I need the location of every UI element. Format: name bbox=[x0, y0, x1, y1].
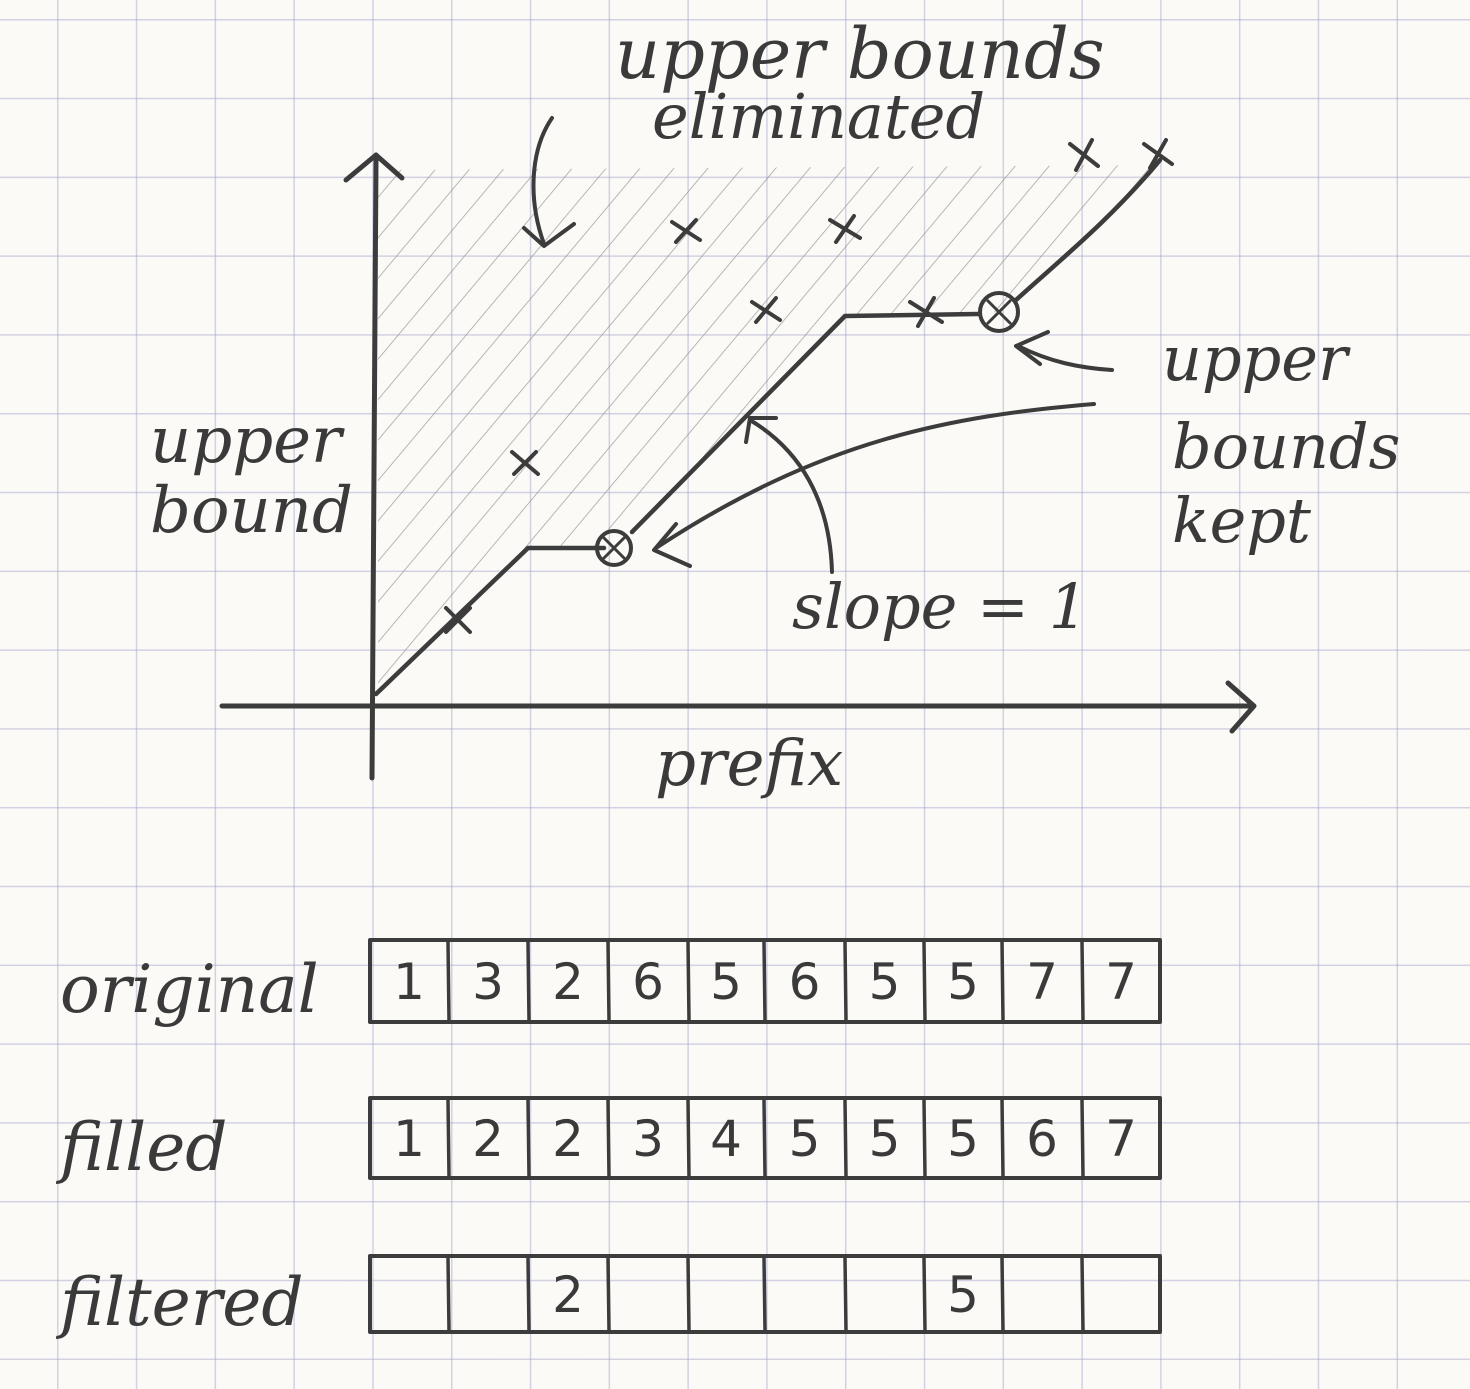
cell-divider bbox=[762, 940, 767, 1022]
cross-mark-icon bbox=[908, 296, 944, 328]
cell-divider bbox=[526, 1098, 531, 1178]
table-cell: 7 bbox=[1026, 953, 1058, 1011]
cell-divider bbox=[762, 1098, 767, 1178]
cell-divider bbox=[922, 1256, 927, 1332]
cell-divider bbox=[1000, 1098, 1005, 1178]
table-cell: 5 bbox=[947, 1266, 979, 1324]
table-cell: 5 bbox=[789, 1110, 821, 1168]
table-cell: 4 bbox=[710, 1110, 742, 1168]
row-border bbox=[368, 1254, 1162, 1334]
cell-divider bbox=[1080, 1256, 1085, 1332]
x-axis bbox=[219, 680, 1257, 734]
cell-divider bbox=[843, 940, 848, 1022]
kept-label-line1: upper bbox=[1162, 322, 1351, 395]
row-label-filtered: filtered bbox=[55, 1264, 304, 1341]
slope-label: slope = 1 bbox=[792, 570, 1088, 643]
cell-divider bbox=[1080, 940, 1085, 1022]
cell-divider bbox=[686, 1098, 691, 1178]
table-cell: 2 bbox=[552, 1110, 584, 1168]
cross-mark-icon bbox=[828, 214, 862, 244]
eliminated-label-line2: eliminated bbox=[652, 80, 985, 153]
cell-divider bbox=[446, 1098, 451, 1178]
table-cell: 1 bbox=[393, 1110, 425, 1168]
cell-divider bbox=[606, 1256, 611, 1332]
cell-divider bbox=[922, 940, 927, 1022]
table-cell: 7 bbox=[1105, 1110, 1137, 1168]
table-cell: 5 bbox=[869, 953, 901, 1011]
kept-label-line2: bounds bbox=[1172, 410, 1400, 483]
table-cell: 7 bbox=[1105, 953, 1137, 1011]
row-border bbox=[368, 938, 1162, 1024]
kept-label-line3: kept bbox=[1172, 484, 1311, 557]
cell-divider bbox=[762, 1256, 767, 1332]
eliminated-label-line1: upper bounds bbox=[615, 13, 1105, 95]
cross-mark-icon bbox=[444, 606, 472, 634]
row-border bbox=[368, 1096, 1162, 1180]
row-label-filled: filled bbox=[55, 1109, 228, 1186]
cell-divider bbox=[1000, 1256, 1005, 1332]
slope-arrow bbox=[744, 416, 834, 574]
cross-mark-icon bbox=[670, 218, 702, 244]
table-cell: 5 bbox=[869, 1110, 901, 1168]
table-cell: 1 bbox=[393, 953, 425, 1011]
cross-mark-icon bbox=[510, 450, 540, 476]
table-cell: 3 bbox=[632, 1110, 664, 1168]
x-axis-label: prefix bbox=[655, 727, 843, 801]
y-axis-label-line1: upper bbox=[150, 404, 345, 478]
cell-divider bbox=[686, 940, 691, 1022]
cell-divider bbox=[446, 940, 451, 1022]
cross-mark-icon bbox=[1142, 138, 1174, 170]
row-label-original: original bbox=[60, 951, 319, 1028]
cross-mark-icon bbox=[750, 296, 782, 324]
table-cell: 2 bbox=[552, 1266, 584, 1324]
table-cell: 3 bbox=[472, 953, 504, 1011]
table-cell: 2 bbox=[472, 1110, 504, 1168]
eliminated-region bbox=[378, 165, 1160, 690]
cell-divider bbox=[526, 940, 531, 1022]
kept-arrow-upper bbox=[1014, 330, 1114, 372]
cell-divider bbox=[1080, 1098, 1085, 1178]
table-cell: 5 bbox=[947, 953, 979, 1011]
kept-point-circled-x-icon bbox=[595, 529, 633, 567]
table-cell: 6 bbox=[632, 953, 664, 1011]
cell-divider bbox=[606, 1098, 611, 1178]
table-cell: 6 bbox=[1026, 1110, 1058, 1168]
cell-divider bbox=[526, 1256, 531, 1332]
y-axis-label-line2: bound bbox=[150, 474, 353, 548]
eliminated-arrow bbox=[522, 116, 576, 248]
table-cell: 5 bbox=[710, 953, 742, 1011]
cross-mark-icon bbox=[1068, 138, 1100, 172]
table-cell: 5 bbox=[947, 1110, 979, 1168]
kept-arrow-lower bbox=[652, 402, 1096, 568]
cell-divider bbox=[843, 1098, 848, 1178]
kept-point-circled-x-icon bbox=[978, 291, 1020, 333]
cell-divider bbox=[843, 1256, 848, 1332]
table-cell: 2 bbox=[552, 953, 584, 1011]
cell-divider bbox=[922, 1098, 927, 1178]
eliminated-points bbox=[444, 138, 1174, 634]
y-axis bbox=[343, 152, 405, 781]
cell-divider bbox=[686, 1256, 691, 1332]
table-cell: 6 bbox=[789, 953, 821, 1011]
cell-divider bbox=[446, 1256, 451, 1332]
cell-divider bbox=[1000, 940, 1005, 1022]
cell-divider bbox=[606, 940, 611, 1022]
